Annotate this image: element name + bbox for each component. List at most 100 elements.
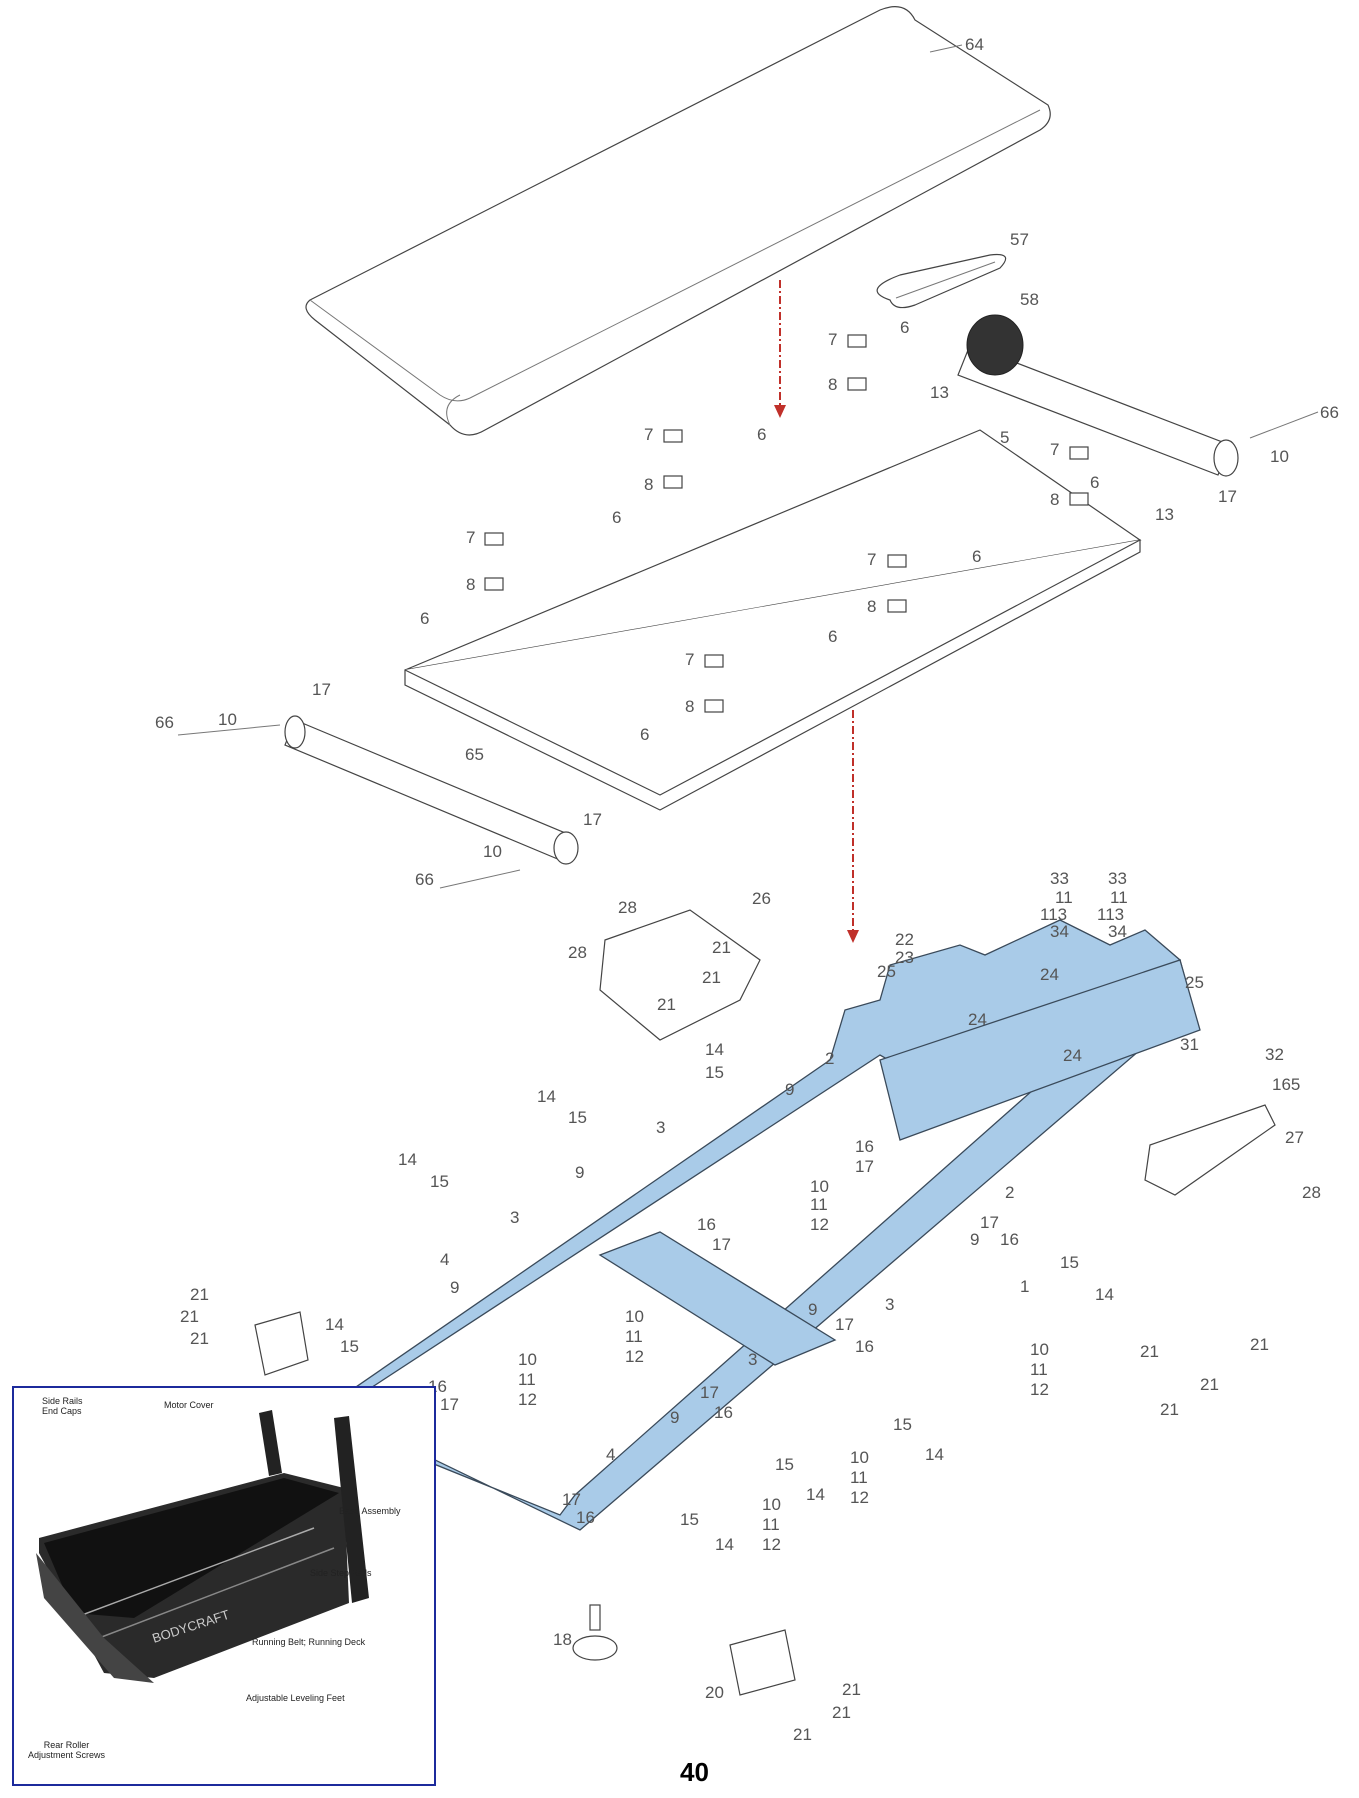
label-9-b: 9 xyxy=(575,1163,584,1182)
label-17-rear-b: 17 xyxy=(583,810,602,829)
label-17-e: 17 xyxy=(440,1395,459,1414)
label-65: 65 xyxy=(465,745,484,764)
label-17-c: 17 xyxy=(980,1213,999,1232)
label-16-b: 16 xyxy=(697,1215,716,1234)
label-4-a: 4 xyxy=(440,1250,449,1269)
label-17-f: 17 xyxy=(700,1383,719,1402)
label-14-d: 14 xyxy=(1095,1285,1114,1304)
label-10-e: 10 xyxy=(850,1448,869,1467)
label-11-e: 11 xyxy=(625,1327,643,1346)
label-13-a: 13 xyxy=(930,383,949,402)
label-21-h: 21 xyxy=(190,1285,209,1304)
label-11-f: 11 xyxy=(518,1370,536,1389)
label-17-front: 17 xyxy=(1218,487,1237,506)
label-9-e: 9 xyxy=(450,1278,459,1297)
label-12-a: 12 xyxy=(810,1215,829,1234)
label-6-g: 6 xyxy=(828,627,837,646)
label-16-d: 16 xyxy=(855,1337,874,1356)
label-28-b: 28 xyxy=(568,943,587,962)
label-28-a: 28 xyxy=(618,898,637,917)
label-9-c: 9 xyxy=(970,1230,979,1249)
drive-belt-part xyxy=(876,253,1007,309)
label-28-c: 28 xyxy=(1302,1183,1321,1202)
label-16-f: 16 xyxy=(714,1403,733,1422)
label-6-c: 6 xyxy=(612,508,621,527)
label-14-b: 14 xyxy=(537,1087,556,1106)
leveling-foot-b xyxy=(572,1604,618,1661)
running-deck-part xyxy=(404,429,1142,811)
label-16-a: 16 xyxy=(855,1137,874,1156)
callout-running-belt-deck: Running Belt; Running Deck xyxy=(252,1637,366,1647)
label-10-rear-b: 10 xyxy=(483,842,502,861)
assembly-arrow-1 xyxy=(774,280,786,418)
label-57: 57 xyxy=(1010,230,1029,249)
page-number: 40 xyxy=(680,1757,709,1787)
label-21-l: 21 xyxy=(832,1703,851,1722)
label-11-g: 11 xyxy=(850,1468,868,1487)
label-21-k: 21 xyxy=(842,1680,861,1699)
label-66-rear-b: 66 xyxy=(415,870,434,889)
deck-cushions xyxy=(484,334,1089,713)
label-25: 25 xyxy=(1185,973,1204,992)
label-7-d: 7 xyxy=(1050,440,1059,459)
label-21-i: 21 xyxy=(180,1307,199,1326)
label-7-b: 7 xyxy=(644,425,653,444)
label-15-h: 15 xyxy=(680,1510,699,1529)
label-11-c: 11 xyxy=(810,1195,828,1214)
label-8-a: 8 xyxy=(828,375,837,394)
label-3-a: 3 xyxy=(656,1118,665,1137)
label-14-f: 14 xyxy=(925,1445,944,1464)
label-1: 1 xyxy=(1020,1277,1029,1296)
label-21-a: 21 xyxy=(712,938,731,957)
label-113-a: 113 xyxy=(1040,905,1067,924)
label-14-h: 14 xyxy=(715,1535,734,1554)
label-32: 32 xyxy=(1265,1045,1284,1064)
label-21-c: 21 xyxy=(657,995,676,1014)
label-6-e: 6 xyxy=(1090,473,1099,492)
label-15-c: 15 xyxy=(430,1172,449,1191)
label-21-e: 21 xyxy=(1250,1335,1269,1354)
label-10-c: 10 xyxy=(625,1307,644,1326)
label-24-c: 24 xyxy=(1063,1046,1082,1065)
label-3-b: 3 xyxy=(510,1208,519,1227)
label-34-a: 34 xyxy=(1050,922,1069,941)
label-17-rear-a: 17 xyxy=(312,680,331,699)
label-34-b: 34 xyxy=(1108,922,1127,941)
label-2-a: 2 xyxy=(825,1049,834,1068)
label-21-m: 21 xyxy=(793,1725,812,1744)
label-12-e: 12 xyxy=(850,1488,869,1507)
label-25-b: 25 xyxy=(877,962,896,981)
label-15-f: 15 xyxy=(893,1415,912,1434)
callout-side-step-rails: Side Step Rails xyxy=(310,1568,372,1578)
label-3-d: 3 xyxy=(748,1350,757,1369)
label-8-e: 8 xyxy=(867,597,876,616)
label-3-c: 3 xyxy=(885,1295,894,1314)
label-11-b: 11 xyxy=(1110,888,1128,907)
label-21-b: 21 xyxy=(702,968,721,987)
label-22: 22 xyxy=(895,930,914,949)
label-14-c: 14 xyxy=(398,1150,417,1169)
label-8-d: 8 xyxy=(1050,490,1059,509)
label-113-b: 113 xyxy=(1097,905,1124,924)
label-11-h: 11 xyxy=(762,1515,780,1534)
motor-bracket-part xyxy=(599,909,761,1041)
label-7-a: 7 xyxy=(828,330,837,349)
label-12-c: 12 xyxy=(625,1347,644,1366)
label-12-b: 12 xyxy=(1030,1380,1049,1399)
label-14-g: 14 xyxy=(806,1485,825,1504)
label-66-rear-a: 66 xyxy=(155,713,174,732)
base-frame-part xyxy=(324,919,1201,1531)
running-belt-part xyxy=(305,6,1051,436)
label-12-d: 12 xyxy=(518,1390,537,1409)
label-4-b: 4 xyxy=(606,1445,615,1464)
label-14-a: 14 xyxy=(705,1040,724,1059)
label-9-d: 9 xyxy=(808,1300,817,1319)
label-9-a: 9 xyxy=(785,1080,794,1099)
label-33-a: 33 xyxy=(1050,869,1069,888)
label-5: 5 xyxy=(1000,428,1009,447)
label-10-f: 10 xyxy=(762,1495,781,1514)
label-24-b: 24 xyxy=(968,1010,987,1029)
